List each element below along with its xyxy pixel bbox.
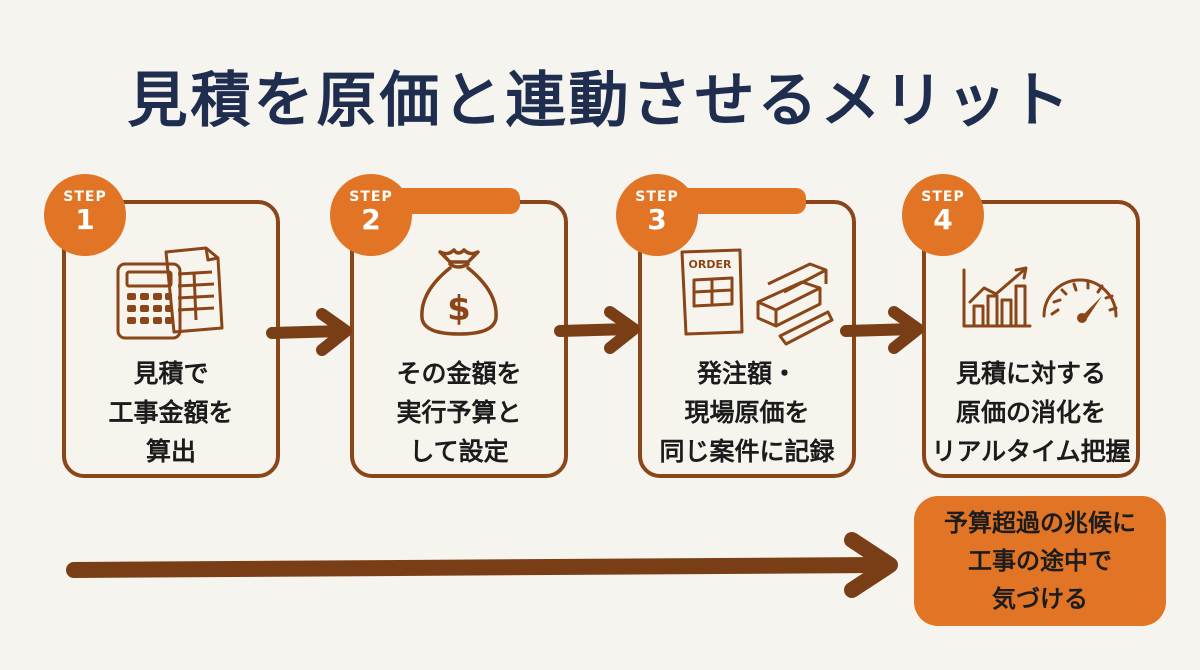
step-4-number: 4 xyxy=(933,203,953,236)
step-2-number: 2 xyxy=(361,203,381,236)
step-3-text: 発注額・ 現場原価を 同じ案件に記録 xyxy=(659,359,835,466)
money-bag-icon: $ xyxy=(354,240,564,350)
calculator-and-document-icon xyxy=(66,240,276,350)
step-1-badge: STEP 1 xyxy=(44,174,126,256)
step-2-badge: STEP 2 xyxy=(330,174,412,256)
order-label: ORDER xyxy=(689,258,732,271)
step-1-label: STEP xyxy=(63,189,107,205)
step-4-badge: STEP 4 xyxy=(902,174,984,256)
arrow-step2-to-step3 xyxy=(554,306,640,354)
arrow-step3-to-step4 xyxy=(840,306,924,354)
step-2-label: STEP xyxy=(349,189,393,205)
page-title: 見積を原価と連動させるメリット xyxy=(127,66,1073,136)
order-and-lumber-icon: ORDER xyxy=(642,240,852,350)
step-3-badge: STEP 3 xyxy=(616,174,698,256)
result-box: 予算超過の兆候に 工事の途中で 気づける xyxy=(914,496,1166,626)
step-3-label: STEP xyxy=(635,189,679,205)
chart-and-gauge-icon xyxy=(926,240,1136,350)
step-3-number: 3 xyxy=(647,203,667,236)
step-2-text: その金額を 実行予算と して設定 xyxy=(396,359,522,466)
step-1-text: 見積で 工事金額を 算出 xyxy=(108,359,234,466)
step-1-number: 1 xyxy=(75,203,95,236)
arrow-step1-to-step2 xyxy=(266,308,352,356)
step-4-label: STEP xyxy=(921,189,965,205)
step-card-3: ORDER 発注額・ 現場原価を 同じ案件に記録 xyxy=(638,200,856,478)
arrow-timeline-to-result xyxy=(66,532,898,598)
svg-text:$: $ xyxy=(447,289,471,329)
step-4-text: 見積に対する 原価の消化を リアルタイム把握 xyxy=(931,359,1131,466)
